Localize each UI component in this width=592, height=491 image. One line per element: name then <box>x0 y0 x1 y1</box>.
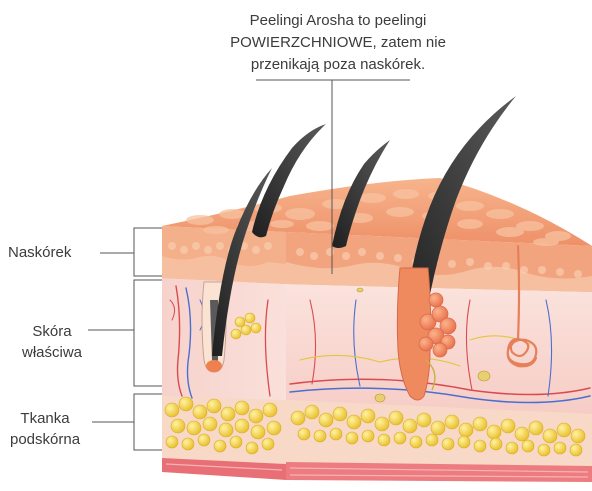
label-hypodermis: Tkanka podskórna <box>10 408 80 450</box>
label-dermis: Skóra właściwa <box>22 321 82 363</box>
caption-line-3: przenikają poza naskórek. <box>188 54 488 76</box>
caption-line-1: Peelingi Arosha to peelingi <box>188 10 488 32</box>
caption-line-2: POWIERZCHNIOWE, zatem nie <box>188 32 488 54</box>
label-epidermis: Naskórek <box>8 242 71 263</box>
label-hypodermis-line-2: podskórna <box>10 429 80 450</box>
label-epidermis-line-1: Naskórek <box>8 242 71 263</box>
label-dermis-line-1: Skóra <box>22 321 82 342</box>
label-dermis-line-2: właściwa <box>22 342 82 363</box>
label-hypodermis-line-1: Tkanka <box>10 408 80 429</box>
caption-text: Peelingi Arosha to peelingi POWIERZCHNIO… <box>188 10 488 76</box>
layer-brackets <box>88 228 162 450</box>
